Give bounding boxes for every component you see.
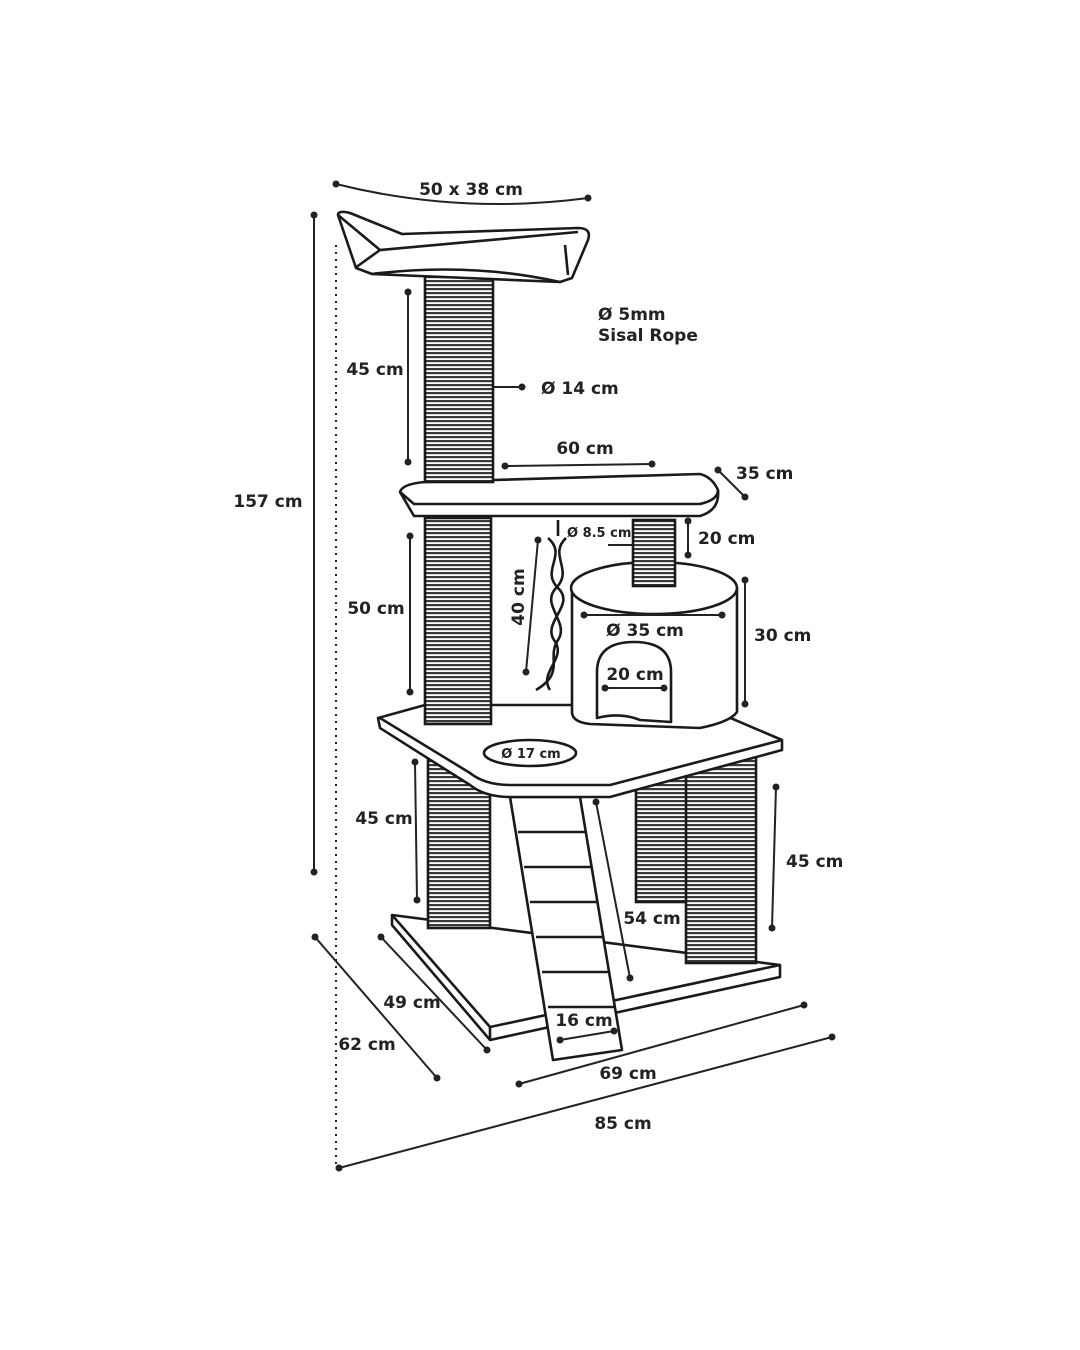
top-bed-label: 50 x 38 cm	[419, 180, 523, 200]
house-height-label: 30 cm	[754, 626, 811, 646]
dimension-labels: 50 x 38 cm 157 cm Ø 5mm Sisal Rope 45 cm…	[233, 180, 843, 1134]
small-post	[631, 518, 677, 588]
door-width-label: 20 cm	[606, 665, 663, 685]
overall-depth-label: 62 cm	[338, 1035, 395, 1055]
rope-diameter-label: Ø 5mm	[598, 305, 666, 325]
middle-post	[423, 516, 493, 726]
ladder-width-label: 16 cm	[555, 1011, 612, 1031]
base-width-label: 69 cm	[599, 1064, 656, 1084]
cat-house	[569, 560, 739, 730]
ladder-length-label: 54 cm	[623, 909, 680, 929]
total-height-label: 157 cm	[233, 492, 302, 512]
platform-hole	[482, 738, 578, 768]
top-post	[423, 270, 495, 484]
hole-diameter-label: Ø 17 cm	[501, 747, 560, 762]
house-door	[595, 640, 673, 724]
post-diameter-label: Ø 14 cm	[541, 379, 619, 399]
middle-post-height-label: 50 cm	[347, 599, 404, 619]
middle-platform	[398, 472, 720, 518]
sisal-rope	[535, 520, 567, 692]
house-diameter-label: Ø 35 cm	[606, 621, 684, 641]
mid-platform-width-label: 35 cm	[736, 464, 793, 484]
mid-platform-length-label: 60 cm	[556, 439, 613, 459]
dimension-lines	[310, 180, 836, 1172]
lower-left-post	[426, 758, 492, 930]
rope-material-label: Sisal Rope	[598, 326, 698, 346]
base-depth-label: 49 cm	[383, 993, 440, 1013]
overall-width-label: 85 cm	[594, 1114, 651, 1134]
lower-left-post-height-label: 45 cm	[355, 809, 412, 829]
rope-length-label: 40 cm	[509, 568, 529, 625]
small-post-diameter-label: Ø 8.5 cm	[567, 526, 631, 541]
lower-front-right-post	[684, 753, 758, 965]
small-post-height-label: 20 cm	[698, 529, 755, 549]
lower-right-post-height-label: 45 cm	[786, 852, 843, 872]
top-bed	[336, 210, 591, 284]
top-post-height-label: 45 cm	[346, 360, 403, 380]
